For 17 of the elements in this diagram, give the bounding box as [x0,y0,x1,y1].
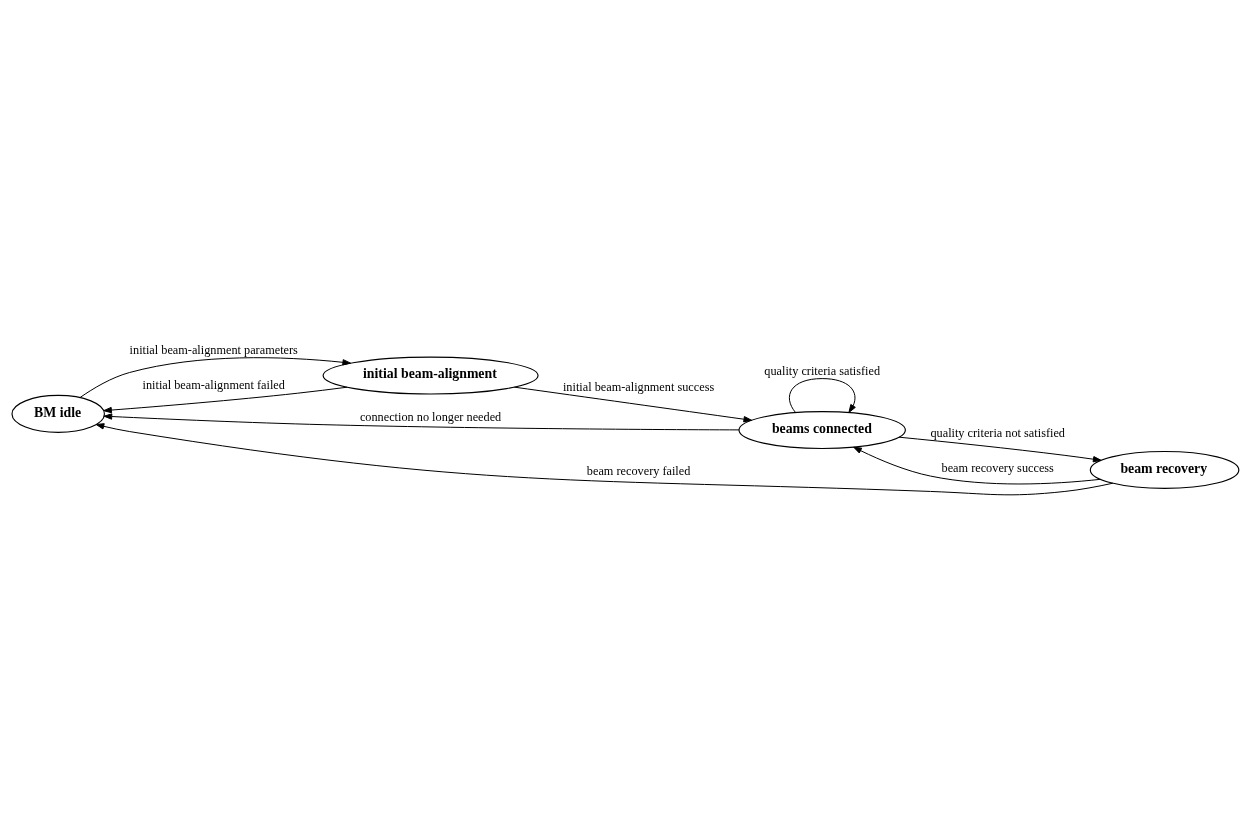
arrow [79,357,352,399]
edge-label: initial beam-alignment success [562,379,715,394]
edge-label: initial beam-alignment failed [142,378,285,393]
edge-label: beam recovery success [941,461,1054,476]
arrow [103,413,740,431]
arrow [103,386,348,414]
edge-label: beam recovery failed [586,464,691,479]
arrow [898,436,1102,463]
node-ellipse: beams connected [738,411,906,450]
arrow [788,378,856,413]
arrow [853,446,1101,485]
edge-label: connection no longer needed [359,409,502,424]
edge-label: quality criteria satisfied [764,363,881,378]
edge-label: initial beam-alignment parameters [129,342,298,357]
arrow [95,423,1114,496]
edge-label: quality criteria not satisfied [930,425,1065,440]
arrow [513,386,753,423]
